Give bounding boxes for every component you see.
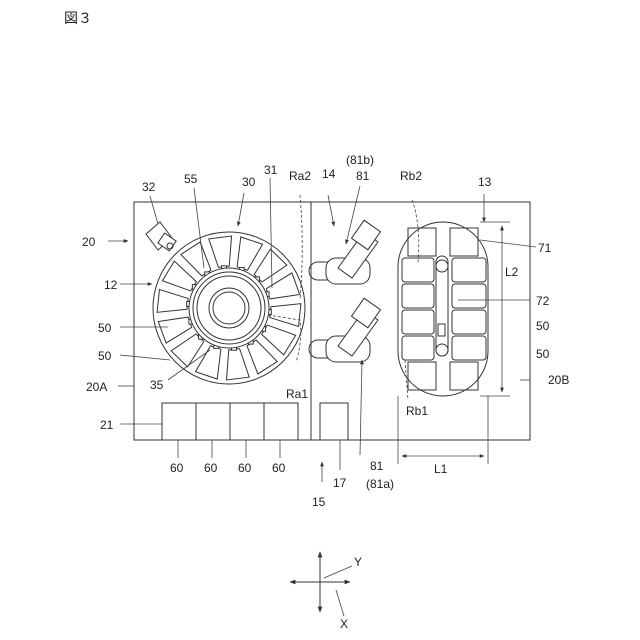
label-32: 32: [142, 180, 156, 194]
pocket-50: [266, 273, 299, 299]
label-17: 17: [333, 476, 347, 490]
label-20A: 20A: [86, 380, 107, 394]
conveyor-pocket: [452, 310, 486, 334]
label-81a-paren: (81a): [366, 477, 394, 491]
label-31: 31: [264, 163, 278, 177]
label-12: 12: [104, 278, 118, 292]
label-20: 20: [82, 235, 96, 249]
label-55: 55: [184, 172, 198, 186]
conveyor-pocket: [452, 284, 486, 308]
label-50-left1: 50: [98, 321, 112, 335]
label-60-1: 60: [170, 461, 184, 475]
label-Ra2: Ra2: [289, 169, 311, 183]
label-21: 21: [100, 418, 114, 432]
label-Rb1: Rb1: [406, 404, 428, 418]
label-35: 35: [150, 378, 164, 392]
conveyor-pocket: [402, 284, 434, 308]
rotary-table-12: [153, 232, 305, 384]
label-81-top: 81: [356, 169, 370, 183]
conveyor-pocket: [452, 258, 486, 282]
pocket-50: [158, 317, 191, 343]
label-50-right2: 50: [536, 347, 550, 361]
label-14: 14: [322, 167, 336, 181]
conveyor-pocket: [452, 336, 486, 360]
conveyor-end-pocket: [450, 228, 478, 256]
pocket-50: [270, 304, 301, 327]
label-Rb2: Rb2: [400, 169, 422, 183]
axis-indicator: [290, 552, 352, 616]
conveyor-end-pocket: [408, 362, 436, 390]
label-60-3: 60: [238, 461, 252, 475]
leader-lines: [108, 178, 536, 482]
label-L2: L2: [505, 265, 519, 279]
label-15: 15: [312, 495, 326, 509]
label-13: 13: [478, 175, 492, 189]
conveyor-pocket: [402, 310, 434, 334]
conveyor-13: [398, 222, 488, 396]
pocket-50: [195, 346, 220, 379]
conveyor-end-pocket: [450, 362, 478, 390]
robot-81b: [309, 220, 381, 284]
label-60-2: 60: [204, 461, 218, 475]
robot-81a: [309, 298, 381, 362]
label-L1: L1: [434, 462, 448, 476]
label-30: 30: [242, 175, 256, 189]
conveyor-end-pocket: [408, 228, 436, 256]
label-50-left2: 50: [98, 349, 112, 363]
pocket-50: [237, 237, 262, 270]
pocket-50: [226, 349, 249, 380]
conveyor-pocket: [402, 336, 434, 360]
label-71: 71: [538, 241, 552, 255]
label-50-right1: 50: [536, 319, 550, 333]
label-81-bottom: 81: [370, 459, 384, 473]
storage-area-21: [162, 403, 298, 440]
label-81b-paren: (81b): [346, 153, 374, 167]
pocket-50: [157, 289, 188, 312]
box-17: [320, 403, 348, 440]
tool-32: [146, 222, 176, 251]
label-Y: Y: [354, 555, 362, 569]
label-60-4: 60: [272, 461, 286, 475]
label-20B: 20B: [548, 373, 569, 387]
label-72: 72: [536, 294, 550, 308]
label-X: X: [340, 617, 348, 631]
label-Ra1: Ra1: [286, 387, 308, 401]
pocket-50: [209, 236, 232, 267]
